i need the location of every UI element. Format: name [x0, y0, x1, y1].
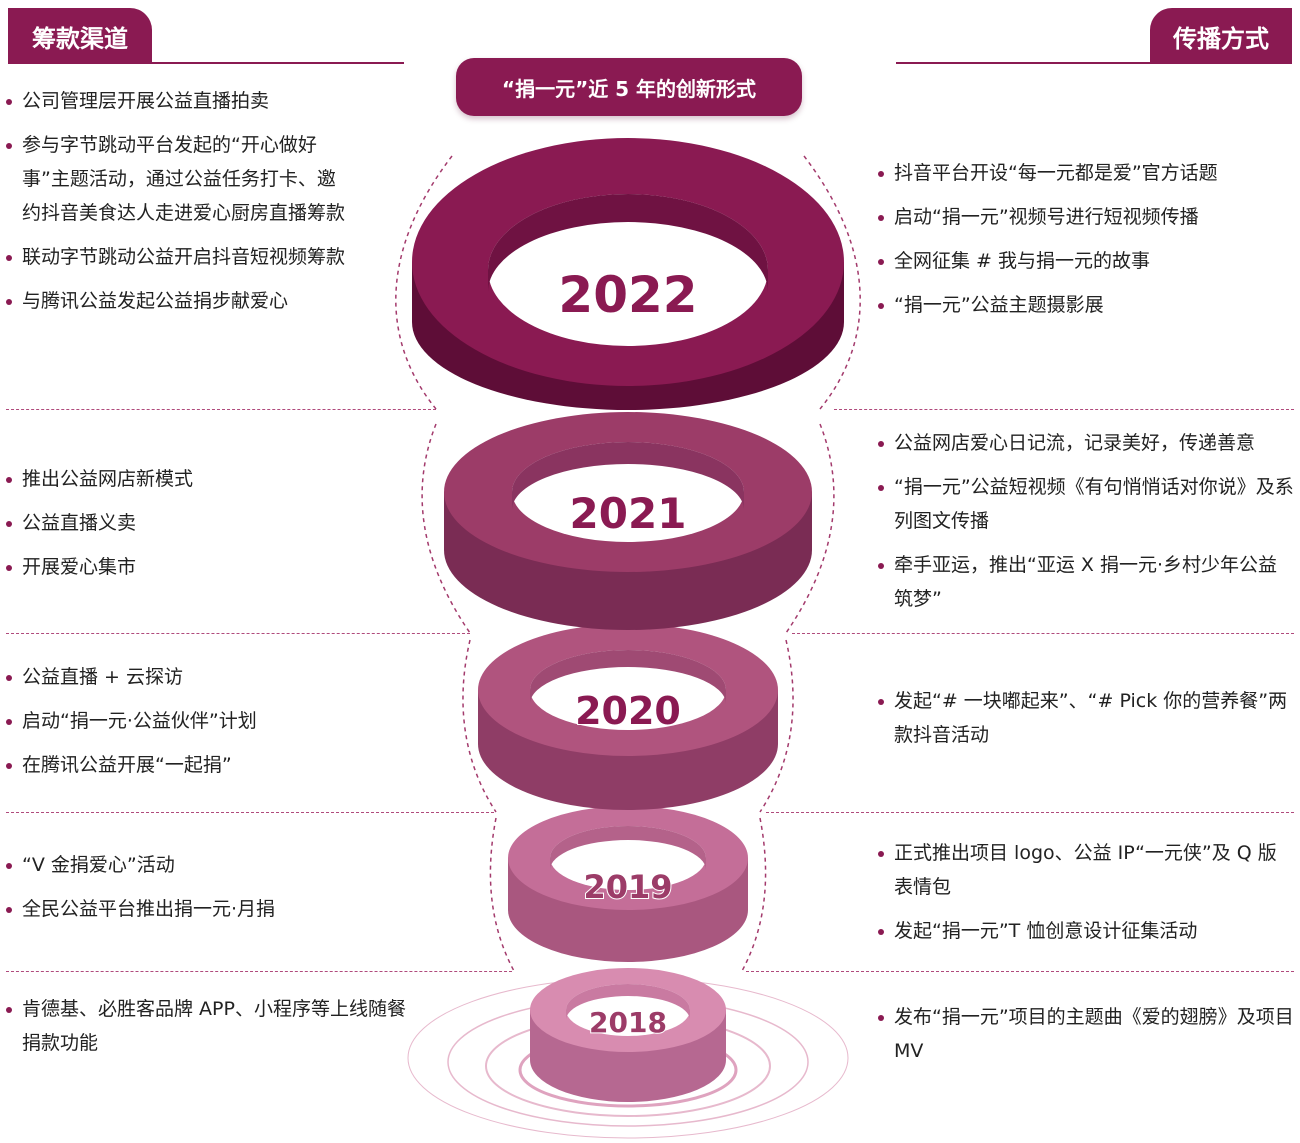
fundraising-list-2021: 推出公益网店新模式 公益直播义卖 开展爱心集市 — [6, 462, 426, 594]
communication-list-2018: 发布“捐一元”项目的主题曲《爱的翅膀》及项目 MV — [878, 1000, 1294, 1078]
center-title-pill: “捐一元”近 5 年的创新形式 — [456, 58, 802, 116]
list-item: 在腾讯公益开展“一起捐” — [6, 748, 426, 782]
ring-2018 — [530, 968, 726, 1102]
divider-2020-left — [6, 812, 494, 813]
fundraising-list-2022: 公司管理层开展公益直播拍卖 参与字节跳动平台发起的“开心做好事”主题活动，通过公… — [6, 84, 426, 328]
list-item: 开展爱心集市 — [6, 550, 426, 584]
divider-2022-left — [6, 409, 436, 410]
divider-2022-right — [834, 409, 1294, 410]
list-item: 抖音平台开设“每一元都是爱”官方话题 — [878, 156, 1294, 190]
side-guides — [395, 155, 861, 972]
list-item: 公司管理层开展公益直播拍卖 — [6, 84, 426, 118]
communication-list-2019: 正式推出项目 logo、公益 IP“一元侠”及 Q 版表情包 发起“捐一元”T … — [878, 836, 1294, 958]
list-item: 全网征集 # 我与捐一元的故事 — [878, 244, 1294, 278]
list-item: 发布“捐一元”项目的主题曲《爱的翅膀》及项目 MV — [878, 1000, 1294, 1068]
list-item: 推出公益网店新模式 — [6, 462, 426, 496]
list-item: 参与字节跳动平台发起的“开心做好事”主题活动，通过公益任务打卡、邀约抖音美食达人… — [6, 128, 352, 230]
list-item: 公益直播义卖 — [6, 506, 426, 540]
list-item: 全民公益平台推出捐一元·月捐 — [6, 892, 426, 926]
fundraising-list-2018: 肯德基、必胜客品牌 APP、小程序等上线随餐捐款功能 — [6, 992, 416, 1070]
fundraising-list-2019: “V 金捐爱心”活动 全民公益平台推出捐一元·月捐 — [6, 848, 426, 936]
ring-2020 — [478, 624, 778, 810]
list-item: 牵手亚运，推出“亚运 X 捐一元·乡村少年公益筑梦” — [878, 548, 1294, 616]
ring-2021 — [444, 412, 812, 630]
ring-2019 — [508, 806, 748, 962]
divider-2020-right — [766, 812, 1294, 813]
ring-2022 — [412, 138, 844, 410]
communication-method-tab: 传播方式 — [1150, 8, 1292, 64]
divider-2021-right — [792, 633, 1294, 634]
fundraising-channel-tab: 筹款渠道 — [8, 8, 152, 64]
year-label-2021: 2021 — [570, 489, 687, 538]
list-item: 公益直播 + 云探访 — [6, 660, 426, 694]
divider-2021-left — [6, 633, 470, 634]
list-item: 发起“捐一元”T 恤创意设计征集活动 — [878, 914, 1294, 948]
communication-list-2022: 抖音平台开设“每一元都是爱”官方话题 启动“捐一元”视频号进行短视频传播 全网征… — [878, 156, 1294, 332]
list-item: “捐一元”公益短视频《有句悄悄话对你说》及系列图文传播 — [878, 470, 1294, 538]
list-item: 联动字节跳动公益开启抖音短视频筹款 — [6, 240, 352, 274]
list-item: 公益网店爱心日记流，记录美好，传递善意 — [878, 426, 1294, 460]
list-item: 发起“# 一块嘟起来”、“# Pick 你的营养餐”两款抖音活动 — [878, 684, 1294, 752]
list-item: 启动“捐一元·公益伙伴”计划 — [6, 704, 426, 738]
divider-2019-right — [746, 971, 1294, 972]
year-label-2022: 2022 — [558, 266, 697, 324]
communication-list-2020: 发起“# 一块嘟起来”、“# Pick 你的营养餐”两款抖音活动 — [878, 684, 1294, 762]
list-item: 肯德基、必胜客品牌 APP、小程序等上线随餐捐款功能 — [6, 992, 416, 1060]
list-item: “捐一元”公益主题摄影展 — [878, 288, 1294, 322]
list-item: 启动“捐一元”视频号进行短视频传播 — [878, 200, 1294, 234]
list-item: “V 金捐爱心”活动 — [6, 848, 426, 882]
list-item: 正式推出项目 logo、公益 IP“一元侠”及 Q 版表情包 — [878, 836, 1294, 904]
communication-list-2021: 公益网店爱心日记流，记录美好，传递善意 “捐一元”公益短视频《有句悄悄话对你说》… — [878, 426, 1294, 626]
year-label-2018: 2018 — [589, 1006, 667, 1039]
right-header-rule — [896, 62, 1292, 64]
fundraising-list-2020: 公益直播 + 云探访 启动“捐一元·公益伙伴”计划 在腾讯公益开展“一起捐” — [6, 660, 426, 792]
year-label-2020: 2020 — [575, 689, 681, 733]
year-label-2019: 2019 — [583, 868, 672, 906]
divider-2019-left — [6, 971, 512, 972]
list-item: 与腾讯公益发起公益捐步献爱心 — [6, 284, 426, 318]
left-header-rule — [8, 62, 404, 64]
